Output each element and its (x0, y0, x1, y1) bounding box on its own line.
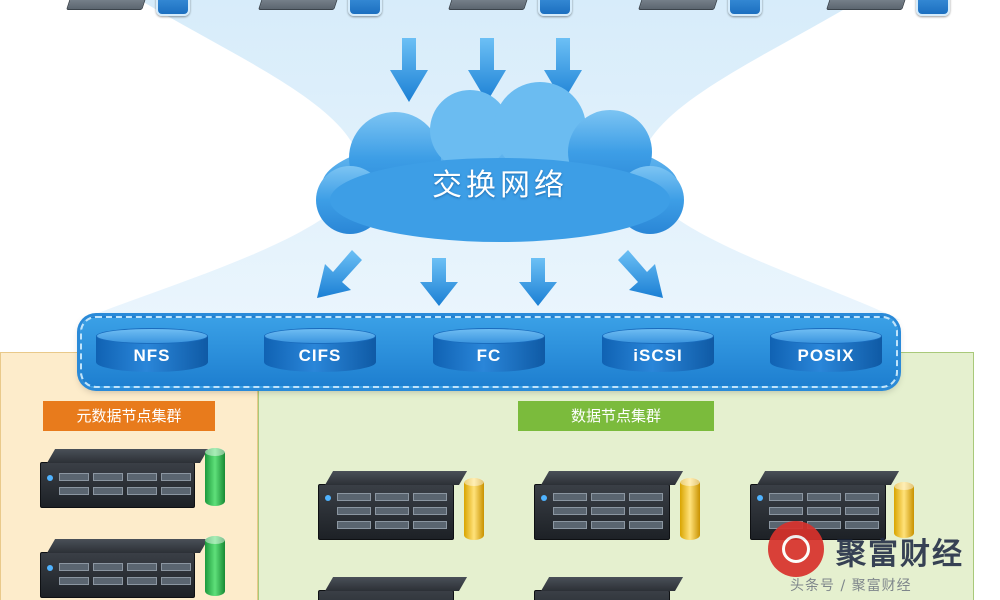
status-led (47, 565, 53, 571)
arrow-down-right-icon (618, 250, 663, 298)
protocol-label: NFS (96, 346, 208, 366)
drive-bay (807, 507, 841, 515)
protocol-iscsi: iSCSI (602, 328, 714, 376)
drive-bay (161, 563, 191, 571)
data-cluster-title: 数据节点集群 (518, 401, 714, 431)
data-node-server (318, 484, 454, 540)
protocol-posix: POSIX (770, 328, 882, 376)
drive-bay (375, 507, 409, 515)
drive-bay (59, 473, 89, 481)
drive-bay (161, 473, 191, 481)
drive-bay (591, 521, 625, 529)
data-node-server (318, 590, 454, 600)
server-lid (47, 539, 208, 553)
cylinder-top (602, 328, 714, 344)
drive-bay (375, 493, 409, 501)
drive-bay (127, 577, 157, 585)
drive-bay (629, 507, 663, 515)
protocol-label: iSCSI (602, 346, 714, 366)
disk-icon (680, 478, 700, 540)
protocol-bar: NFS CIFS FC iSCSI POSIX (80, 316, 898, 388)
drive-bay (93, 577, 123, 585)
arrow-down-icon (519, 258, 557, 306)
status-led (541, 495, 547, 501)
watermark-name: 聚富财经 (836, 529, 964, 573)
drive-bay (59, 577, 89, 585)
protocol-label: POSIX (770, 346, 882, 366)
arrow-down-icon (420, 258, 458, 306)
protocol-cifs: CIFS (264, 328, 376, 376)
drive-bay (127, 487, 157, 495)
protocol-label: FC (433, 346, 545, 366)
status-led (47, 475, 53, 481)
cylinder-top (264, 328, 376, 344)
protocol-label: CIFS (264, 346, 376, 366)
drive-bay (413, 493, 447, 501)
drive-bay (93, 563, 123, 571)
metadata-node-server (40, 462, 195, 508)
drive-bay (337, 521, 371, 529)
cylinder-top (770, 328, 882, 344)
drive-bay (591, 507, 625, 515)
arrow-down-icon (390, 38, 428, 102)
drive-bay (127, 473, 157, 481)
server-lid (541, 471, 683, 485)
disk-icon (205, 448, 225, 506)
server-lid (757, 471, 899, 485)
drive-bay (59, 487, 89, 495)
arrow-down-left-icon (317, 250, 362, 298)
drive-bay (59, 563, 89, 571)
drive-bay (591, 493, 625, 501)
drive-bay (161, 487, 191, 495)
disk-icon (464, 478, 484, 540)
drive-bay (337, 493, 371, 501)
metadata-node-server (40, 552, 195, 598)
drive-bay (553, 493, 587, 501)
drive-bay (845, 507, 879, 515)
network-label: 交换网络 (0, 160, 1000, 204)
drive-bay (413, 507, 447, 515)
watermark-subtitle: 头条号 / 聚富财经 (790, 575, 912, 595)
drive-bay (375, 521, 409, 529)
server-lid (325, 577, 467, 591)
cylinder-top (433, 328, 545, 344)
metadata-cluster-title: 元数据节点集群 (43, 401, 215, 431)
drive-bay (553, 507, 587, 515)
server-lid (325, 471, 467, 485)
drive-bay (413, 521, 447, 529)
server-lid (47, 449, 208, 463)
drive-bay (629, 493, 663, 501)
cylinder-top (96, 328, 208, 344)
drive-bay (337, 507, 371, 515)
drive-bay (769, 507, 803, 515)
drive-bay (769, 493, 803, 501)
data-node-server (534, 590, 670, 600)
status-led (325, 495, 331, 501)
drive-bay (161, 577, 191, 585)
watermark: 聚富财经 头条号 / 聚富财经 (768, 515, 1000, 600)
protocol-fc: FC (433, 328, 545, 376)
server-lid (541, 577, 683, 591)
drive-bay (93, 473, 123, 481)
drive-bay (629, 521, 663, 529)
drive-bay (93, 487, 123, 495)
status-led (757, 495, 763, 501)
drive-bay (553, 521, 587, 529)
drive-bay (845, 493, 879, 501)
watermark-logo-icon (768, 521, 824, 577)
data-node-server (534, 484, 670, 540)
protocol-nfs: NFS (96, 328, 208, 376)
drive-bay (127, 563, 157, 571)
drive-bay (807, 493, 841, 501)
disk-icon (205, 536, 225, 596)
